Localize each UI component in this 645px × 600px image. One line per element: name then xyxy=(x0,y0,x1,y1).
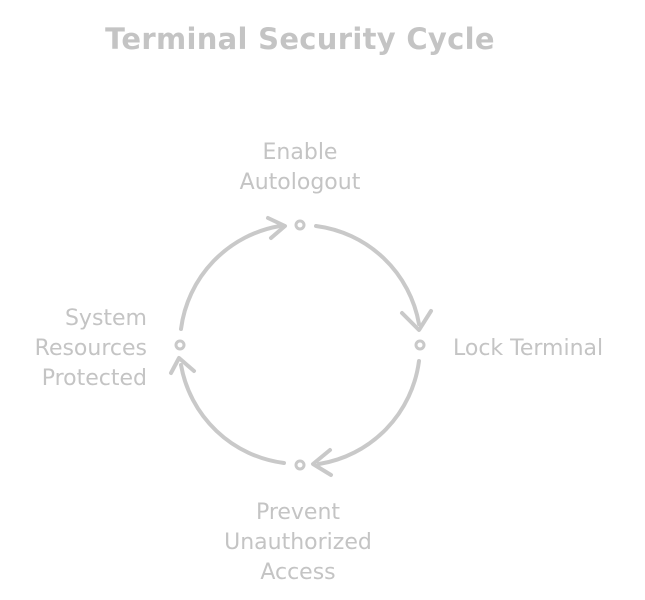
step-label-line: Enable xyxy=(262,140,338,165)
step-label-line: Protected xyxy=(41,366,147,391)
cycle-arrow-bottom-to-left xyxy=(179,363,286,465)
step-label-lock-terminal: Lock Terminal xyxy=(453,334,603,364)
arrowhead-bottom-to-left xyxy=(169,356,196,375)
node-dot-bottom xyxy=(294,459,306,471)
step-label-line: Autologout xyxy=(239,170,361,195)
step-label-line: Prevent xyxy=(255,500,341,525)
cycle-arrow-right-to-bottom xyxy=(317,359,421,466)
step-label-prevent-unauthorized-access: Prevent Unauthorized Access xyxy=(198,498,398,588)
arrowhead-right-to-bottom xyxy=(311,448,333,477)
cycle-arrow-left-to-top xyxy=(179,224,282,331)
node-dot-left xyxy=(174,339,186,351)
step-label-line: Access xyxy=(260,560,336,585)
step-label-line: Resources xyxy=(34,336,147,361)
cycle-arrow-top-to-right xyxy=(314,224,421,326)
step-label-line: Unauthorized xyxy=(224,530,372,555)
step-label-system-resources-protected: System Resources Protected xyxy=(0,304,147,394)
arrowhead-left-to-top xyxy=(266,216,287,240)
arrowhead-top-to-right xyxy=(400,309,433,332)
step-label-enable-autologout: Enable Autologout xyxy=(200,138,400,198)
step-label-line: Lock Terminal xyxy=(453,336,604,361)
diagram-title: Terminal Security Cycle xyxy=(105,22,495,56)
node-dot-top xyxy=(294,219,306,231)
node-dot-right xyxy=(414,339,426,351)
step-label-line: System xyxy=(64,306,147,331)
